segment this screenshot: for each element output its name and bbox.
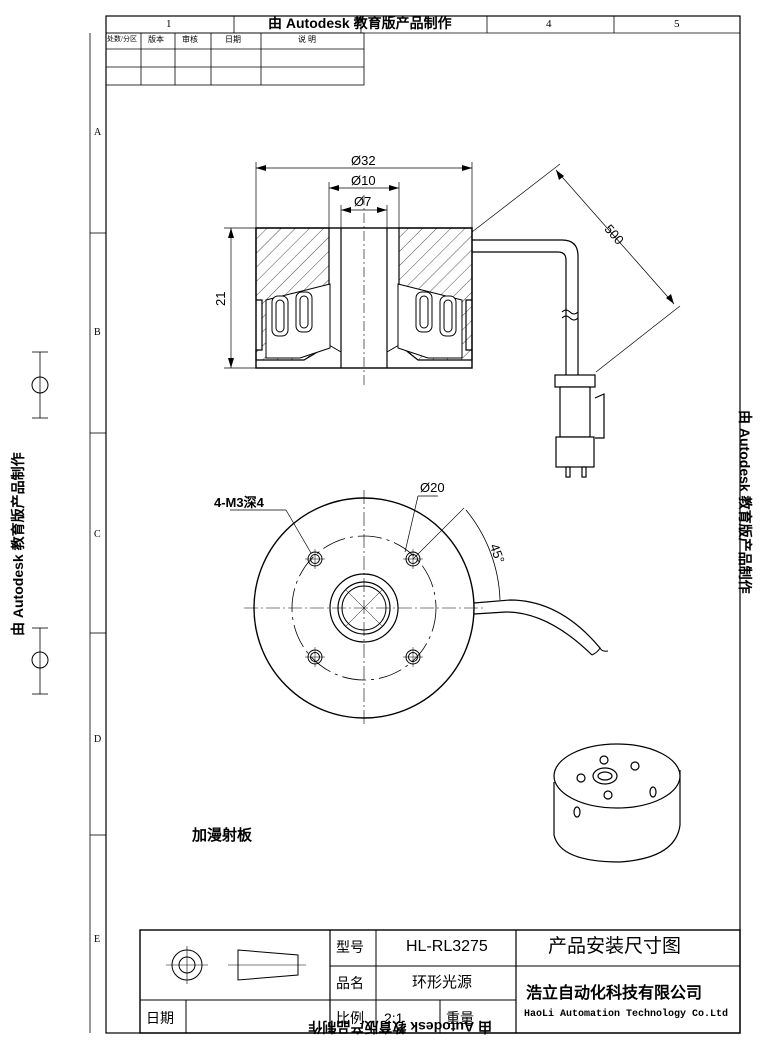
zone-row-b: B xyxy=(94,327,101,338)
model-value: HL-RL3275 xyxy=(406,938,488,955)
rev-header-zone: 处数/分区 xyxy=(107,35,137,43)
zone-col-5: 5 xyxy=(674,18,680,30)
dim-dia10: Ø10 xyxy=(351,173,376,188)
scale-label: 比例 xyxy=(336,1010,364,1026)
company-cn: 浩立自动化科技有限公司 xyxy=(526,985,703,1002)
name-label: 品名 xyxy=(336,975,364,991)
drawing-title: 产品安装尺寸图 xyxy=(548,936,682,957)
zone-row-d: D xyxy=(94,734,102,745)
zone-col-4: 4 xyxy=(546,18,552,30)
rev-header-date: 日期 xyxy=(225,35,241,44)
dim-dia20: Ø20 xyxy=(420,480,445,495)
watermark-right: 由 Autodesk 教育版产品制作 xyxy=(737,410,753,594)
rev-header-review: 审核 xyxy=(182,35,198,44)
revision-table xyxy=(105,32,365,86)
rev-header-desc: 说 明 xyxy=(298,35,316,44)
weight-label: 重量 xyxy=(446,1010,474,1026)
zone-row-c: C xyxy=(94,529,101,540)
company-en: HaoLi Automation Technology Co.Ltd xyxy=(524,1009,729,1020)
zone-row-e: E xyxy=(94,934,101,945)
date-label: 日期 xyxy=(146,1010,174,1026)
zone-row-a: A xyxy=(94,127,102,138)
dim-holes: 4-M3深4 xyxy=(214,495,264,510)
watermark-left: 由 Autodesk 教育版产品制作 xyxy=(10,452,26,636)
dim-dia7: Ø7 xyxy=(354,194,372,209)
model-label: 型号 xyxy=(336,939,364,955)
zone-col-1: 1 xyxy=(166,18,172,30)
title-block xyxy=(139,929,741,1034)
scale-value: 2:1 xyxy=(384,1010,404,1026)
isometric-view xyxy=(553,743,681,863)
section-view xyxy=(224,162,681,478)
top-view xyxy=(230,490,609,726)
dim-height21: 21 xyxy=(213,291,228,306)
rev-header-version: 版本 xyxy=(148,35,164,44)
dim-dia32: Ø32 xyxy=(351,153,376,168)
note-diffuser: 加漫射板 xyxy=(192,827,253,844)
watermark-top: 由 Autodesk 教育版产品制作 xyxy=(268,15,452,31)
frame xyxy=(31,15,741,1034)
name-value: 环形光源 xyxy=(412,974,473,991)
